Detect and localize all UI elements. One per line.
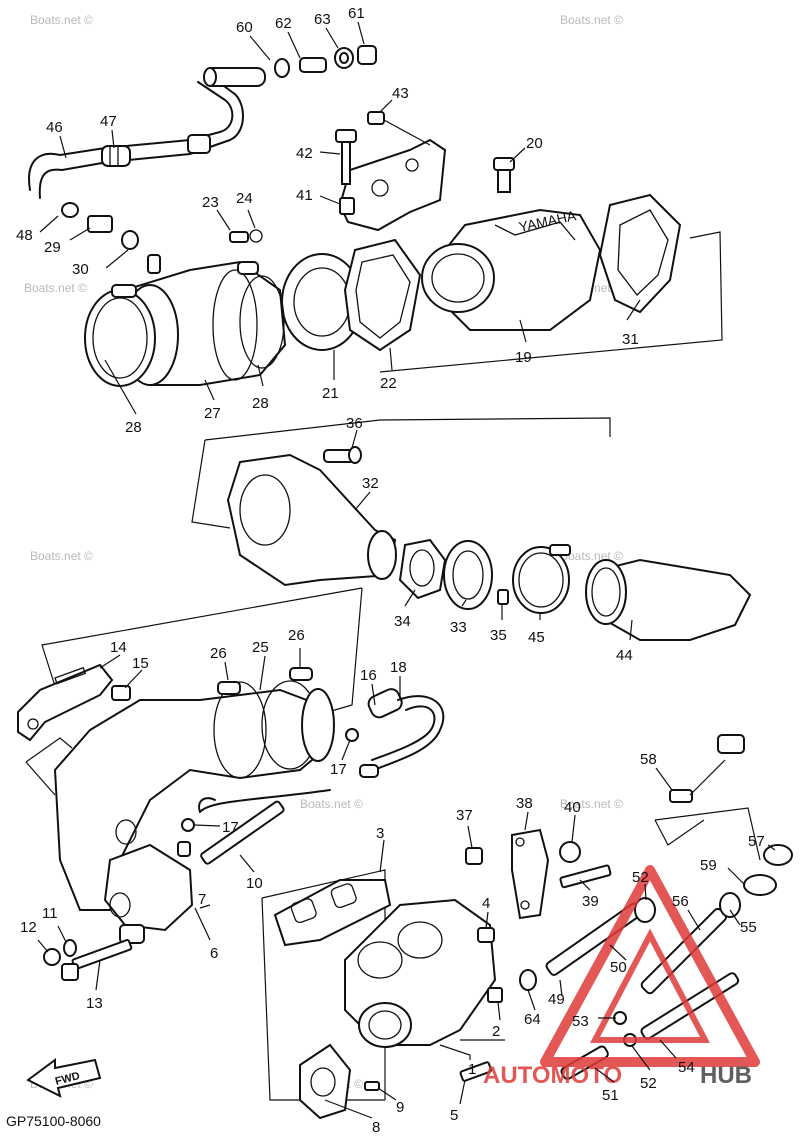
callout-label: 43: [392, 85, 409, 102]
callout-label: 15: [132, 655, 149, 672]
callout-labels: 60 62 63 61 43 46 47 42 20 41 48 29 23 2…: [16, 5, 765, 1136]
mounting-bracket: [335, 111, 447, 232]
callout-label: 10: [246, 875, 263, 892]
callout-label: 47: [100, 113, 117, 130]
callout-label: 58: [640, 751, 657, 768]
callout-label: 26: [288, 627, 305, 644]
callout-label: 59: [700, 857, 717, 874]
callout-label: 29: [44, 239, 61, 256]
gaskets-21-22: [281, 238, 422, 352]
diagram-code: GP75100-8060: [6, 1113, 101, 1129]
callout-label: 42: [296, 145, 313, 162]
callout-label: 8: [372, 1119, 380, 1136]
callout-label: 3: [376, 825, 384, 842]
callout-label: 45: [528, 629, 545, 646]
callout-label: 52: [632, 869, 649, 886]
bolt-washer-set: [43, 939, 133, 981]
watermark: Boats.net ©: [300, 797, 363, 811]
stud-bolt-10: [200, 800, 285, 865]
callout-label: 33: [450, 619, 467, 636]
callout-label: 18: [390, 659, 407, 676]
callout-label: 48: [16, 227, 33, 244]
watermark: Boats.net ©: [560, 797, 623, 811]
callout-label: 21: [322, 385, 339, 402]
callout-label: 23: [202, 194, 219, 211]
callout-label: 55: [740, 919, 757, 936]
callout-label: 62: [275, 15, 292, 32]
callout-label: 16: [360, 667, 377, 684]
brand-text-secondary: HUB: [700, 1062, 752, 1089]
callout-label: 64: [524, 1011, 541, 1028]
callout-label: 2: [492, 1023, 500, 1040]
callout-label: 7: [198, 891, 206, 908]
sensor-set-58: [669, 734, 793, 896]
callout-label: 6: [210, 945, 218, 962]
callout-label: 52: [640, 1075, 657, 1092]
callout-label: 44: [616, 647, 633, 664]
callout-label: 17: [222, 819, 239, 836]
callout-label: 11: [42, 905, 58, 922]
watermark: Boats.net ©: [24, 281, 87, 295]
callout-label: 12: [20, 919, 37, 936]
callout-label: 1: [468, 1061, 476, 1078]
callout-label: 53: [572, 1013, 589, 1030]
callout-label: 57: [748, 833, 765, 850]
callout-label: 35: [490, 627, 507, 644]
callout-label: 38: [516, 795, 533, 812]
callout-label: 20: [526, 135, 543, 152]
exhaust-manifold-assembly: [273, 879, 503, 1120]
watermark: Boats.net ©: [30, 13, 93, 27]
watermark: Boats.net ©: [30, 549, 93, 563]
callout-label: 9: [396, 1099, 404, 1116]
gasket-31: [598, 193, 682, 314]
callout-label: 63: [314, 11, 331, 28]
callout-label: 49: [548, 991, 565, 1008]
callout-label: 46: [46, 119, 63, 136]
callout-label: 28: [125, 419, 142, 436]
water-hose-16-18: [177, 688, 445, 857]
callout-label: 19: [515, 349, 532, 366]
callout-label: 50: [610, 959, 627, 976]
exhaust-pipe-assembly: [53, 667, 335, 944]
callout-label: 28: [252, 395, 269, 412]
connector-tube-27: [84, 229, 287, 387]
callout-label: 37: [456, 807, 473, 824]
callout-label: 5: [450, 1107, 458, 1124]
callout-label: 25: [252, 639, 269, 656]
muffler-assembly: YAMAHA: [421, 157, 602, 331]
automotohub-logo: AUTOMOTO HUB: [483, 865, 760, 1089]
callout-label: 26: [210, 645, 227, 662]
callout-label: 24: [236, 190, 253, 207]
callout-label: 14: [110, 639, 127, 656]
outlet-parts: [398, 538, 752, 641]
brand-text-primary: AUTOMOTO: [483, 1062, 622, 1089]
callout-label: 17: [330, 761, 347, 778]
callout-label: 54: [678, 1059, 695, 1076]
callout-label: 22: [380, 375, 397, 392]
callout-label: 32: [362, 475, 379, 492]
callout-label: 61: [348, 5, 365, 22]
forward-arrow: FWD: [26, 1058, 102, 1098]
bracket-14: [17, 663, 131, 742]
callout-label: 4: [482, 895, 490, 912]
callout-label: 31: [622, 331, 639, 348]
callout-leaders: [37, 21, 776, 1119]
watermark: Boats.net ©: [560, 13, 623, 27]
callout-label: 36: [346, 415, 363, 432]
bracket-38-set: [465, 828, 612, 920]
callout-label: 13: [86, 995, 103, 1012]
callout-label: 51: [602, 1087, 619, 1104]
callout-label: 30: [72, 261, 89, 278]
callout-label: 27: [204, 405, 221, 422]
callout-label: 34: [394, 613, 411, 630]
callout-label: 40: [564, 799, 581, 816]
exhaust-elbow-32: [226, 446, 397, 587]
cooling-hose-assembly: [28, 45, 377, 250]
callout-label: 60: [236, 19, 253, 36]
callout-label: 39: [582, 893, 599, 910]
callout-label: 41: [296, 187, 313, 204]
callout-label: 56: [672, 893, 689, 910]
